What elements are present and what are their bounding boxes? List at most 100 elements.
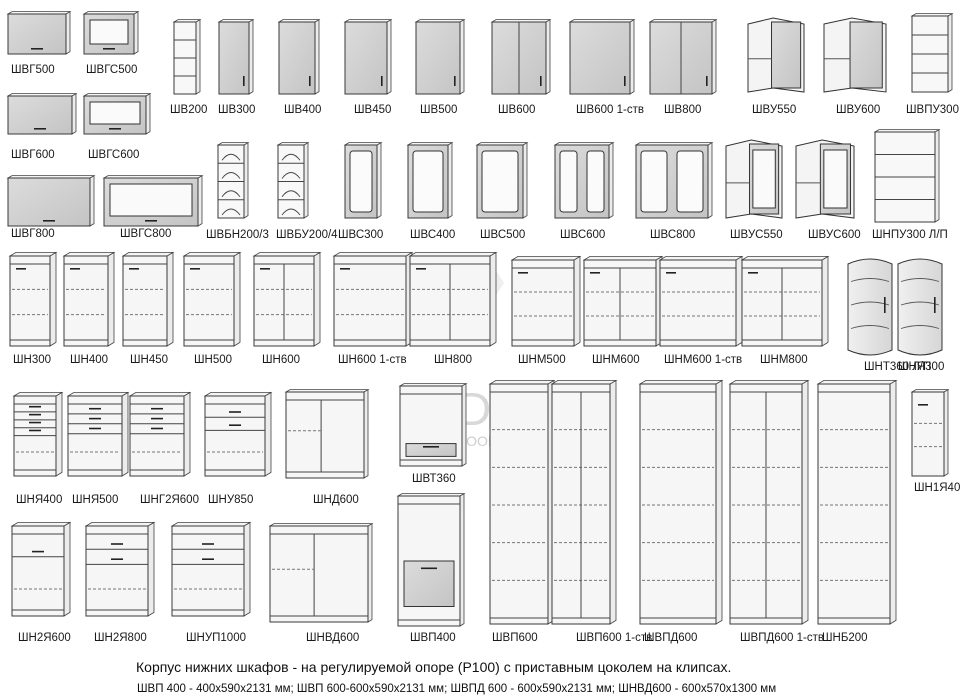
cabinet-швс500: ШВС500 <box>475 141 529 241</box>
cabinet-шнвд600: ШНВД600 <box>268 522 374 644</box>
cabinet-label: ШНД600 <box>313 494 359 506</box>
cabinet-швпд600-1-ств: ШВПД600 1-ств <box>728 379 824 644</box>
cabinet-label: ШВ600 1-ств <box>576 104 644 116</box>
cabinet-label: ШВГ500 <box>11 64 55 76</box>
cabinet-label: ШВГС800 <box>120 228 171 240</box>
cabinet-label: ШВПД600 <box>644 632 697 644</box>
cabinet-шву600: ШВУ600 <box>823 17 887 116</box>
cabinet-шв300: ШВ300 <box>217 18 255 116</box>
cabinet-шнб200: ШНБ200 <box>816 379 898 644</box>
cabinet-шнпу300-л-п: ШНПУ300 Л/П <box>872 128 948 241</box>
cabinet-label: ШН500 <box>194 354 232 366</box>
cabinet-швус550: ШВУС550 <box>725 139 783 241</box>
cabinet-label: ШНТ360 Л/П <box>864 361 931 373</box>
cabinet-швп400: ШВП400 <box>396 492 466 644</box>
cabinet-label: ШН300 <box>13 354 51 366</box>
cabinet-label: ШВБН200/3 <box>206 229 269 241</box>
cabinet-label: ШН1Я400 <box>914 482 960 494</box>
cabinet-label: ШВ800 <box>664 104 701 116</box>
cabinet-label: ШН800 <box>434 354 472 366</box>
cabinet-швп600-1-ств: ШВП600 1-ств <box>550 379 652 644</box>
cabinet-шн400: ШН400 <box>62 251 116 366</box>
cabinet-label: ШНМ600 <box>592 354 640 366</box>
cabinet-швг500: ШВГ500 <box>6 10 72 76</box>
cabinet-label: ШНМ600 1-ств <box>664 354 742 366</box>
cabinet-label: ШВС400 <box>410 229 455 241</box>
cabinet-швгс500: ШВГС500 <box>82 10 140 76</box>
cabinet-шв450: ШВ450 <box>343 18 393 116</box>
cabinet-шня400: ШНЯ400 <box>12 391 64 506</box>
cabinet-label: ШВ500 <box>420 104 457 116</box>
cabinet-label: ШВП600 <box>492 632 538 644</box>
cabinet-шнг2я600: ШНГ2Я600 <box>128 391 199 506</box>
cabinet-label: ШВП400 <box>410 632 456 644</box>
cabinet-швт360: ШВТ360 <box>398 382 468 485</box>
cabinet-шня500: ШНЯ500 <box>66 391 130 506</box>
cabinet-label: ШН600 1-ств <box>338 354 407 366</box>
cabinet-шв200: ШВ200 <box>170 18 207 116</box>
cabinet-label: ШВГС600 <box>88 149 139 161</box>
cabinet-шн450: ШН450 <box>121 251 175 366</box>
cabinet-label: ШВБУ200/4 <box>276 229 338 241</box>
cabinet-шв400: ШВ400 <box>277 18 321 116</box>
cabinet-label: ШВП600 1-ств <box>576 632 652 644</box>
cabinet-label: ШНМ800 <box>760 354 808 366</box>
cabinet-швус600: ШВУС600 <box>795 139 861 241</box>
cabinet-label: ШВГС500 <box>86 64 137 76</box>
cabinet-label: ШН2Я600 <box>18 632 71 644</box>
cabinet-шн2я600: ШН2Я600 <box>10 521 72 644</box>
cabinet-швс300: ШВС300 <box>338 141 383 241</box>
cabinet-label: ШНВД600 <box>306 632 359 644</box>
cabinet-label: ШВС300 <box>338 229 383 241</box>
cabinet-label: ШВС600 <box>560 229 605 241</box>
cabinet-label: ШНУ850 <box>208 494 253 506</box>
cabinet-шв600-1-ств: ШВ600 1-ств <box>568 18 644 116</box>
cabinet-шв500: ШВ500 <box>414 18 466 116</box>
cabinet-швс800: ШВС800 <box>634 141 714 241</box>
cabinet-label: ШН450 <box>130 354 168 366</box>
cabinet-label: ШН400 <box>70 354 108 366</box>
cabinet-label: ШНБ200 <box>822 632 868 644</box>
cabinet-швбн200-3: ШВБН200/3 <box>206 141 269 241</box>
cabinet-label: ШНМ500 <box>518 354 566 366</box>
cabinet-швгс800: ШВГС800 <box>102 174 204 240</box>
cabinet-label: ШВГ800 <box>11 228 55 240</box>
cabinet-label: ШВУС550 <box>730 229 783 241</box>
cabinet-шну850: ШНУ850 <box>203 391 273 506</box>
cabinet-швс600: ШВС600 <box>553 141 615 241</box>
cabinet-label: ШН2Я800 <box>94 632 147 644</box>
cabinet-шн2я800: ШН2Я800 <box>84 521 156 644</box>
cabinet-label: ШВПУ300 <box>906 104 959 116</box>
cabinet-шн600-1-ств: ШН600 1-ств <box>332 251 414 366</box>
cabinet-label: ШВУ600 <box>836 104 880 116</box>
cabinet-швпу300: ШВПУ300 <box>906 12 959 116</box>
cabinet-label: ШВС500 <box>480 229 525 241</box>
cabinet-швп600: ШВП600 <box>488 379 556 644</box>
cabinet-шня300: ШНЯ300 <box>897 258 944 373</box>
cabinet-шнм600-1-ств: ШНМ600 1-ств <box>658 255 744 366</box>
cabinet-label: ШНЯ500 <box>72 494 118 506</box>
cabinet-label: ШН600 <box>262 354 300 366</box>
cabinet-шв800: ШВ800 <box>648 18 718 116</box>
cabinet-label: ШВГ600 <box>11 149 55 161</box>
cabinet-шнм600: ШНМ600 <box>582 255 664 366</box>
cabinet-шнуп1000: ШНУП1000 <box>170 521 252 644</box>
cabinet-label: ШНПУ300 Л/П <box>872 229 948 241</box>
cabinet-label: ШВ300 <box>218 104 255 116</box>
caption-line: Корпус нижних шкафов - на регулируемой о… <box>136 659 731 675</box>
dimensions-line: ШВП 400 - 400x590x2131 мм; ШВП 600-600x5… <box>137 683 776 695</box>
cabinet-label: ШВ600 <box>498 104 535 116</box>
cabinet-label: ШНЯ400 <box>16 494 62 506</box>
cabinet-шн800: ШН800 <box>408 251 498 366</box>
cabinet-шнм500: ШНМ500 <box>510 255 582 366</box>
cabinet-label: ШВ400 <box>284 104 321 116</box>
cabinet-швг600: ШВГ600 <box>6 92 78 161</box>
cabinet-шнд600: ШНД600 <box>284 388 370 506</box>
cabinet-label: ШНГ2Я600 <box>140 494 199 506</box>
cabinet-швг800: ШВГ800 <box>6 174 96 240</box>
cabinet-швгс600: ШВГС600 <box>82 92 152 161</box>
cabinet-label: ШВ200 <box>170 104 207 116</box>
cabinet-label: ШВПД600 1-ств <box>740 632 824 644</box>
cabinet-шнм800: ШНМ800 <box>740 255 830 366</box>
